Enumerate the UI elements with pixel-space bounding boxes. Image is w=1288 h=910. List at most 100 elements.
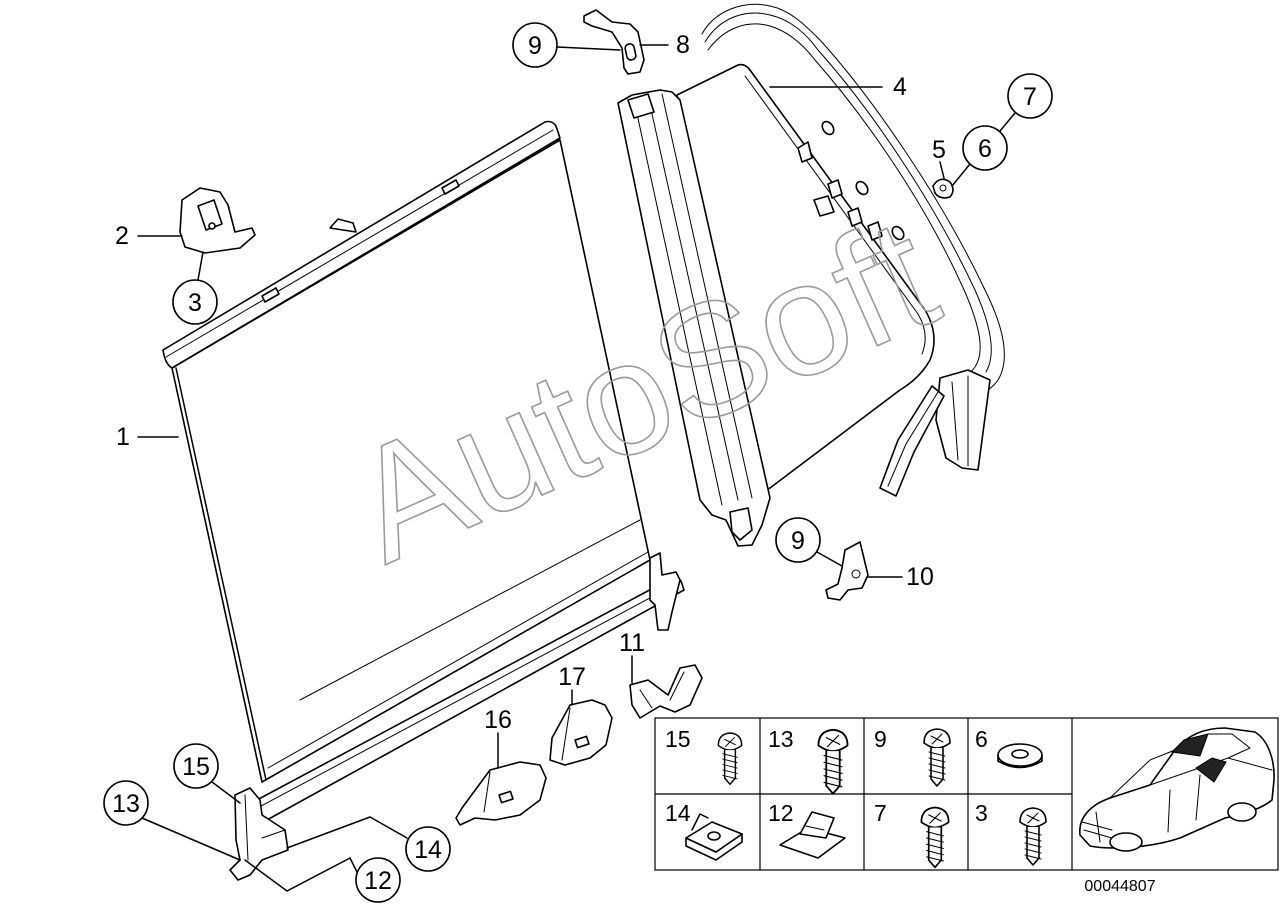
clip-10-body	[825, 541, 869, 601]
clip-part-5	[932, 178, 954, 199]
door-frame-middle-edge	[704, 12, 992, 373]
glass-guide-clip	[813, 195, 835, 217]
callout-circle-3	[172, 279, 218, 325]
table-label-14: 14	[665, 800, 691, 826]
cover-17-edge	[561, 707, 571, 761]
callout-circle-9-middle	[775, 517, 821, 563]
table-label-6: 6	[975, 726, 988, 752]
blind-fabric-left-edge	[175, 367, 267, 781]
callout-label-11: 11	[619, 629, 645, 657]
table-label-7: 7	[874, 800, 887, 826]
screw-7-icon	[920, 806, 950, 869]
holder-2-screw-hole	[208, 222, 216, 230]
seal-strip-groove	[633, 99, 723, 506]
bracket-11-edge	[639, 671, 685, 709]
screw-cross-recess	[930, 733, 944, 745]
blind-left-bracket-edge	[244, 794, 286, 861]
door-frame-outer-edge	[701, 3, 1005, 397]
screw-cross-recess	[724, 737, 736, 747]
table-label-9: 9	[874, 726, 887, 752]
clip-12-edge	[805, 825, 825, 831]
callout-label-16: 16	[484, 706, 512, 734]
callout-circle-7	[1007, 73, 1053, 119]
clip-part-8	[583, 9, 645, 75]
clip-10-hole	[851, 569, 861, 579]
clip-nut-tab	[691, 813, 709, 831]
screw-13-icon	[817, 728, 849, 795]
seal-strip-top-cap	[627, 93, 655, 119]
callout-label-3: 3	[188, 289, 202, 317]
leader-line-7	[999, 112, 1016, 132]
callout-label-17: 17	[558, 663, 586, 691]
callout-circle-15	[173, 743, 219, 789]
blind-cassette-slot	[261, 287, 280, 303]
door-frame	[701, 3, 1005, 497]
screw-thread	[926, 831, 944, 862]
screw-cross-recess	[825, 734, 841, 748]
callout-label-13: 13	[112, 790, 140, 818]
blind-holder-part-2	[179, 187, 256, 254]
blind-cassette	[162, 120, 561, 369]
cover-part-16	[455, 761, 547, 826]
fastener-table: 15 13 9 6 14 12 7 3	[654, 717, 1279, 871]
leader-line-13	[141, 817, 241, 861]
roller-blind	[162, 120, 685, 881]
clip-5-hole	[939, 184, 947, 192]
seal-strip-groove	[647, 95, 739, 501]
leader-line-9-middle	[816, 551, 843, 567]
screw-9-icon	[923, 728, 951, 787]
callout-label-5: 5	[932, 136, 946, 164]
callout-label-1: 1	[116, 423, 130, 451]
door-frame-hole	[821, 120, 835, 136]
car-front-wheel	[1109, 832, 1143, 852]
screw-shank	[723, 749, 737, 786]
car-highlighted-window	[1195, 757, 1227, 783]
leader-line-6	[951, 163, 971, 187]
screw-thread	[722, 753, 738, 780]
door-frame-inner-edge	[707, 23, 981, 381]
blind-right-bracket	[649, 552, 681, 631]
bracket-11-body	[629, 664, 703, 719]
door-frame-hole	[855, 180, 869, 196]
washer-hole	[1011, 749, 1029, 759]
cover-part-17	[549, 699, 613, 766]
drawing-number: 00044807	[1084, 878, 1155, 895]
cover-16-edge	[483, 771, 491, 813]
bracket-part-11	[629, 664, 703, 719]
leader-line-3	[197, 251, 204, 281]
callout-label-12: 12	[364, 867, 392, 895]
glass-guide-clip	[867, 221, 883, 241]
glass-guide-clip	[847, 207, 863, 227]
blind-cassette-slot	[441, 179, 460, 195]
washer-6-icon	[997, 743, 1043, 769]
car-door-line	[1167, 774, 1201, 833]
door-frame-hole	[891, 225, 905, 241]
clip-nut-14-icon	[685, 813, 743, 861]
car-location-icon	[1079, 727, 1275, 852]
callout-label-14: 14	[414, 836, 442, 864]
screw-thread	[1024, 830, 1042, 860]
clip-12-icon	[779, 811, 846, 859]
table-label-15: 15	[665, 726, 691, 752]
callout-circle-9-top	[512, 22, 558, 68]
leader-line-15	[211, 781, 241, 804]
leader-lines	[137, 44, 1016, 892]
screw-15-icon	[717, 732, 743, 786]
door-pillar-strip	[879, 385, 945, 497]
table-label-13: 13	[768, 726, 794, 752]
screw-thread	[823, 755, 843, 788]
leader-line-14	[286, 816, 408, 849]
screw-cross-recess	[928, 812, 942, 824]
clip-12-upright	[799, 811, 835, 839]
car-rear-wheel	[1227, 802, 1257, 822]
callout-label-9-top: 9	[528, 32, 542, 60]
door-pillar-strip-edge	[887, 391, 939, 487]
blind-fabric-fold-line	[299, 519, 641, 701]
clip-part-10	[825, 541, 869, 601]
screw-shank	[1026, 826, 1040, 866]
screw-shank	[930, 747, 944, 787]
cover-17-body	[549, 699, 613, 766]
screw-shank	[927, 826, 943, 869]
blind-fabric-fold-line	[267, 551, 649, 769]
